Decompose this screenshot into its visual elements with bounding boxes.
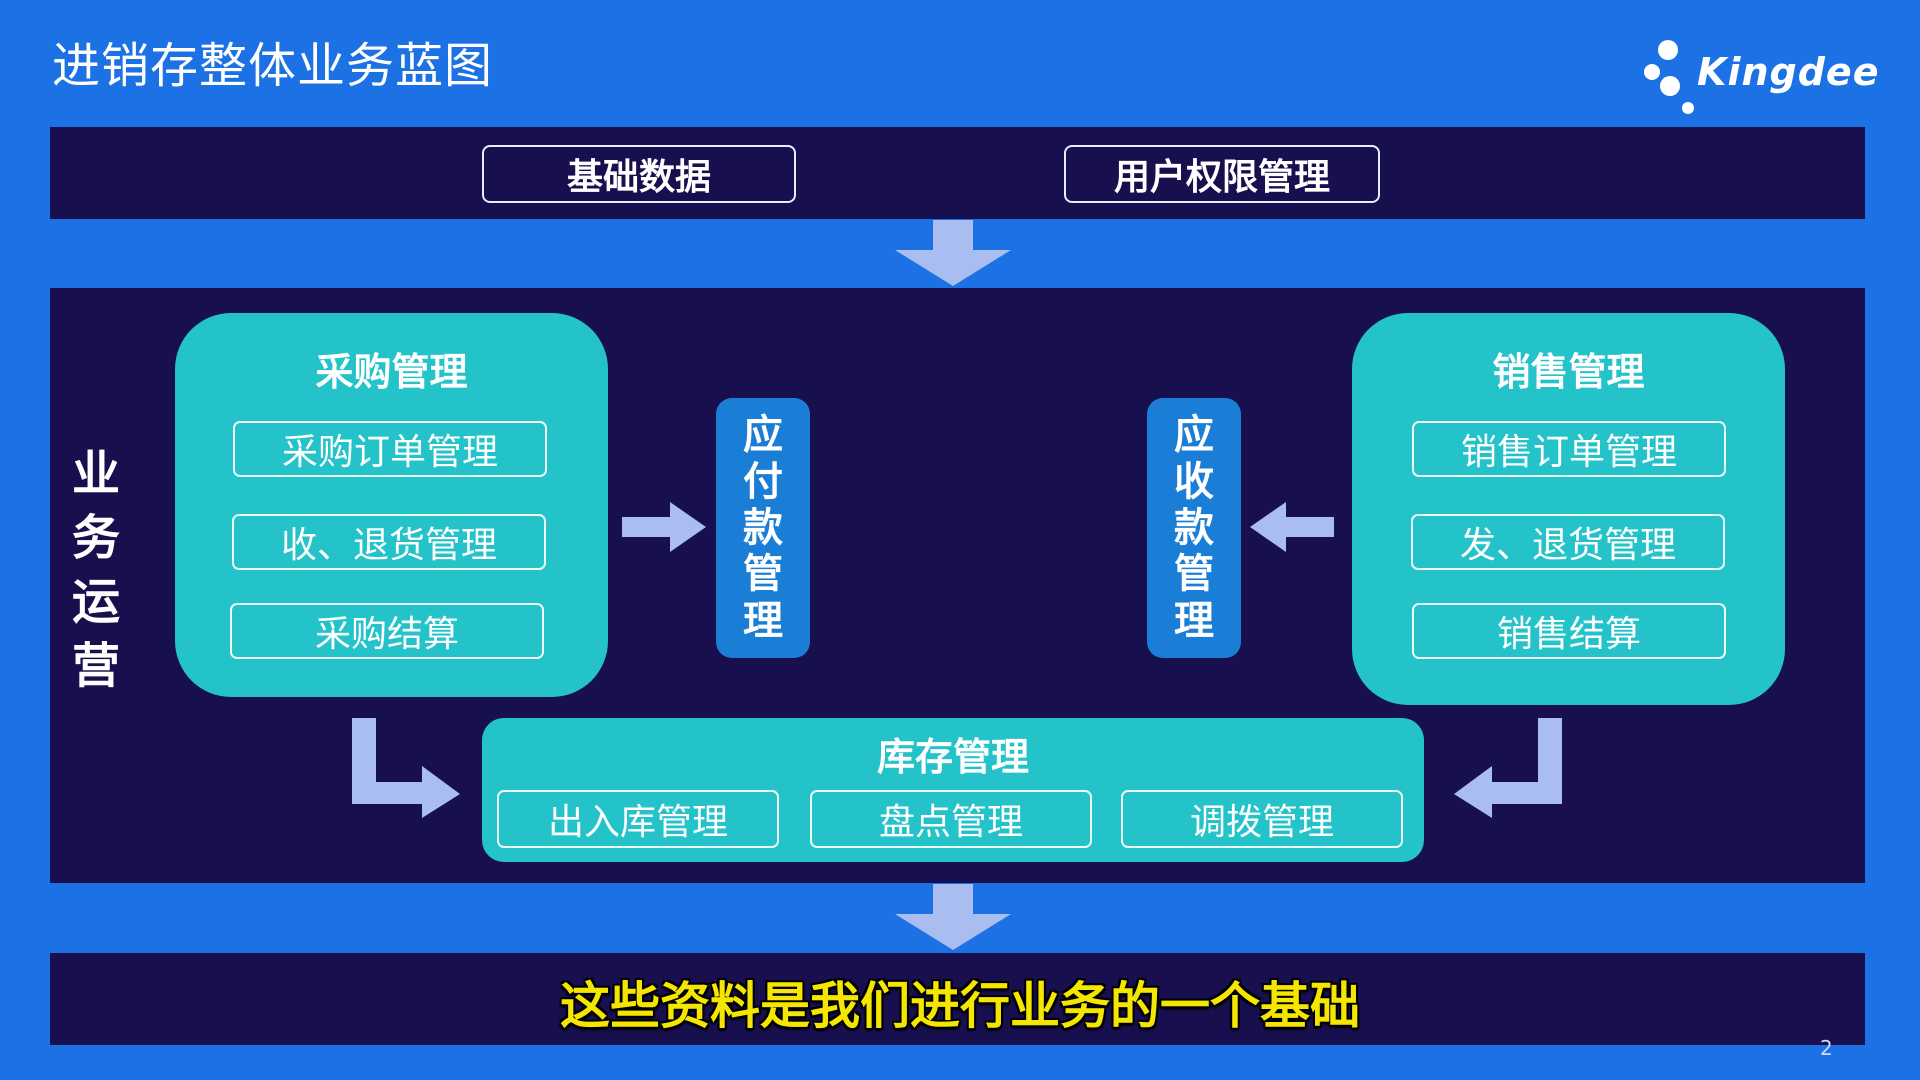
receivable-char: 理 xyxy=(1174,597,1214,644)
page-number: 2 xyxy=(1820,1036,1833,1060)
receivable-char: 收 xyxy=(1174,458,1214,505)
down-arrow-icon xyxy=(895,884,1011,950)
logo-text: Kingdee xyxy=(1697,50,1880,94)
payable-char: 管 xyxy=(743,551,783,598)
elbow-arrow-left-icon xyxy=(1454,718,1562,818)
stock-in-out-button[interactable]: 出入库管理 xyxy=(497,790,779,848)
accounts-receivable-column[interactable]: 应 收 款 管 理 xyxy=(1147,398,1241,658)
page-title: 进销存整体业务蓝图 xyxy=(52,38,494,94)
stock-transfer-button[interactable]: 调拨管理 xyxy=(1121,790,1403,848)
foundation-band xyxy=(50,127,1865,219)
receivable-char: 款 xyxy=(1174,504,1214,551)
accounts-payable-column[interactable]: 应 付 款 管 理 xyxy=(716,398,810,658)
basic-data-button[interactable]: 基础数据 xyxy=(482,145,796,203)
sales-order-button[interactable]: 销售订单管理 xyxy=(1412,421,1726,477)
kingdee-dots-logo-icon xyxy=(1644,40,1694,114)
sales-management-box[interactable]: 销售管理 销售订单管理 发、退货管理 销售结算 xyxy=(1352,313,1785,705)
bottom-band xyxy=(50,953,1865,1045)
sales-settlement-button[interactable]: 销售结算 xyxy=(1412,603,1726,659)
business-ops-char: 运 xyxy=(71,574,120,630)
inventory-management-title: 库存管理 xyxy=(876,735,1029,779)
sales-management-title: 销售管理 xyxy=(1492,350,1645,394)
down-arrow-icon xyxy=(895,220,1011,286)
payable-char: 理 xyxy=(743,597,783,644)
right-arrow-icon xyxy=(622,502,706,552)
user-permission-button[interactable]: 用户权限管理 xyxy=(1064,145,1380,203)
payable-char: 款 xyxy=(743,504,783,551)
elbow-arrow-right-icon xyxy=(352,718,460,818)
purchase-management-title: 采购管理 xyxy=(315,350,468,394)
receivable-char: 管 xyxy=(1174,551,1214,598)
business-ops-char: 营 xyxy=(71,638,120,694)
business-ops-char: 业 xyxy=(71,446,120,502)
stock-count-button[interactable]: 盘点管理 xyxy=(810,790,1092,848)
business-ops-char: 务 xyxy=(71,510,120,566)
payable-char: 应 xyxy=(743,412,783,459)
inventory-management-box[interactable]: 库存管理 出入库管理 盘点管理 调拨管理 xyxy=(482,718,1424,862)
purchase-receipt-return-button[interactable]: 收、退货管理 xyxy=(232,514,546,570)
video-subtitle: 这些资料是我们进行业务的一个基础 xyxy=(560,977,1360,1035)
purchase-order-button[interactable]: 采购订单管理 xyxy=(233,421,547,477)
left-arrow-icon xyxy=(1250,502,1334,552)
purchase-settlement-button[interactable]: 采购结算 xyxy=(230,603,544,659)
receivable-char: 应 xyxy=(1174,412,1214,459)
purchase-management-box[interactable]: 采购管理 采购订单管理 收、退货管理 采购结算 xyxy=(175,313,608,697)
business-ops-label: 业 务 运 营 xyxy=(62,450,130,690)
payable-char: 付 xyxy=(743,458,783,505)
sales-delivery-return-button[interactable]: 发、退货管理 xyxy=(1411,514,1725,570)
